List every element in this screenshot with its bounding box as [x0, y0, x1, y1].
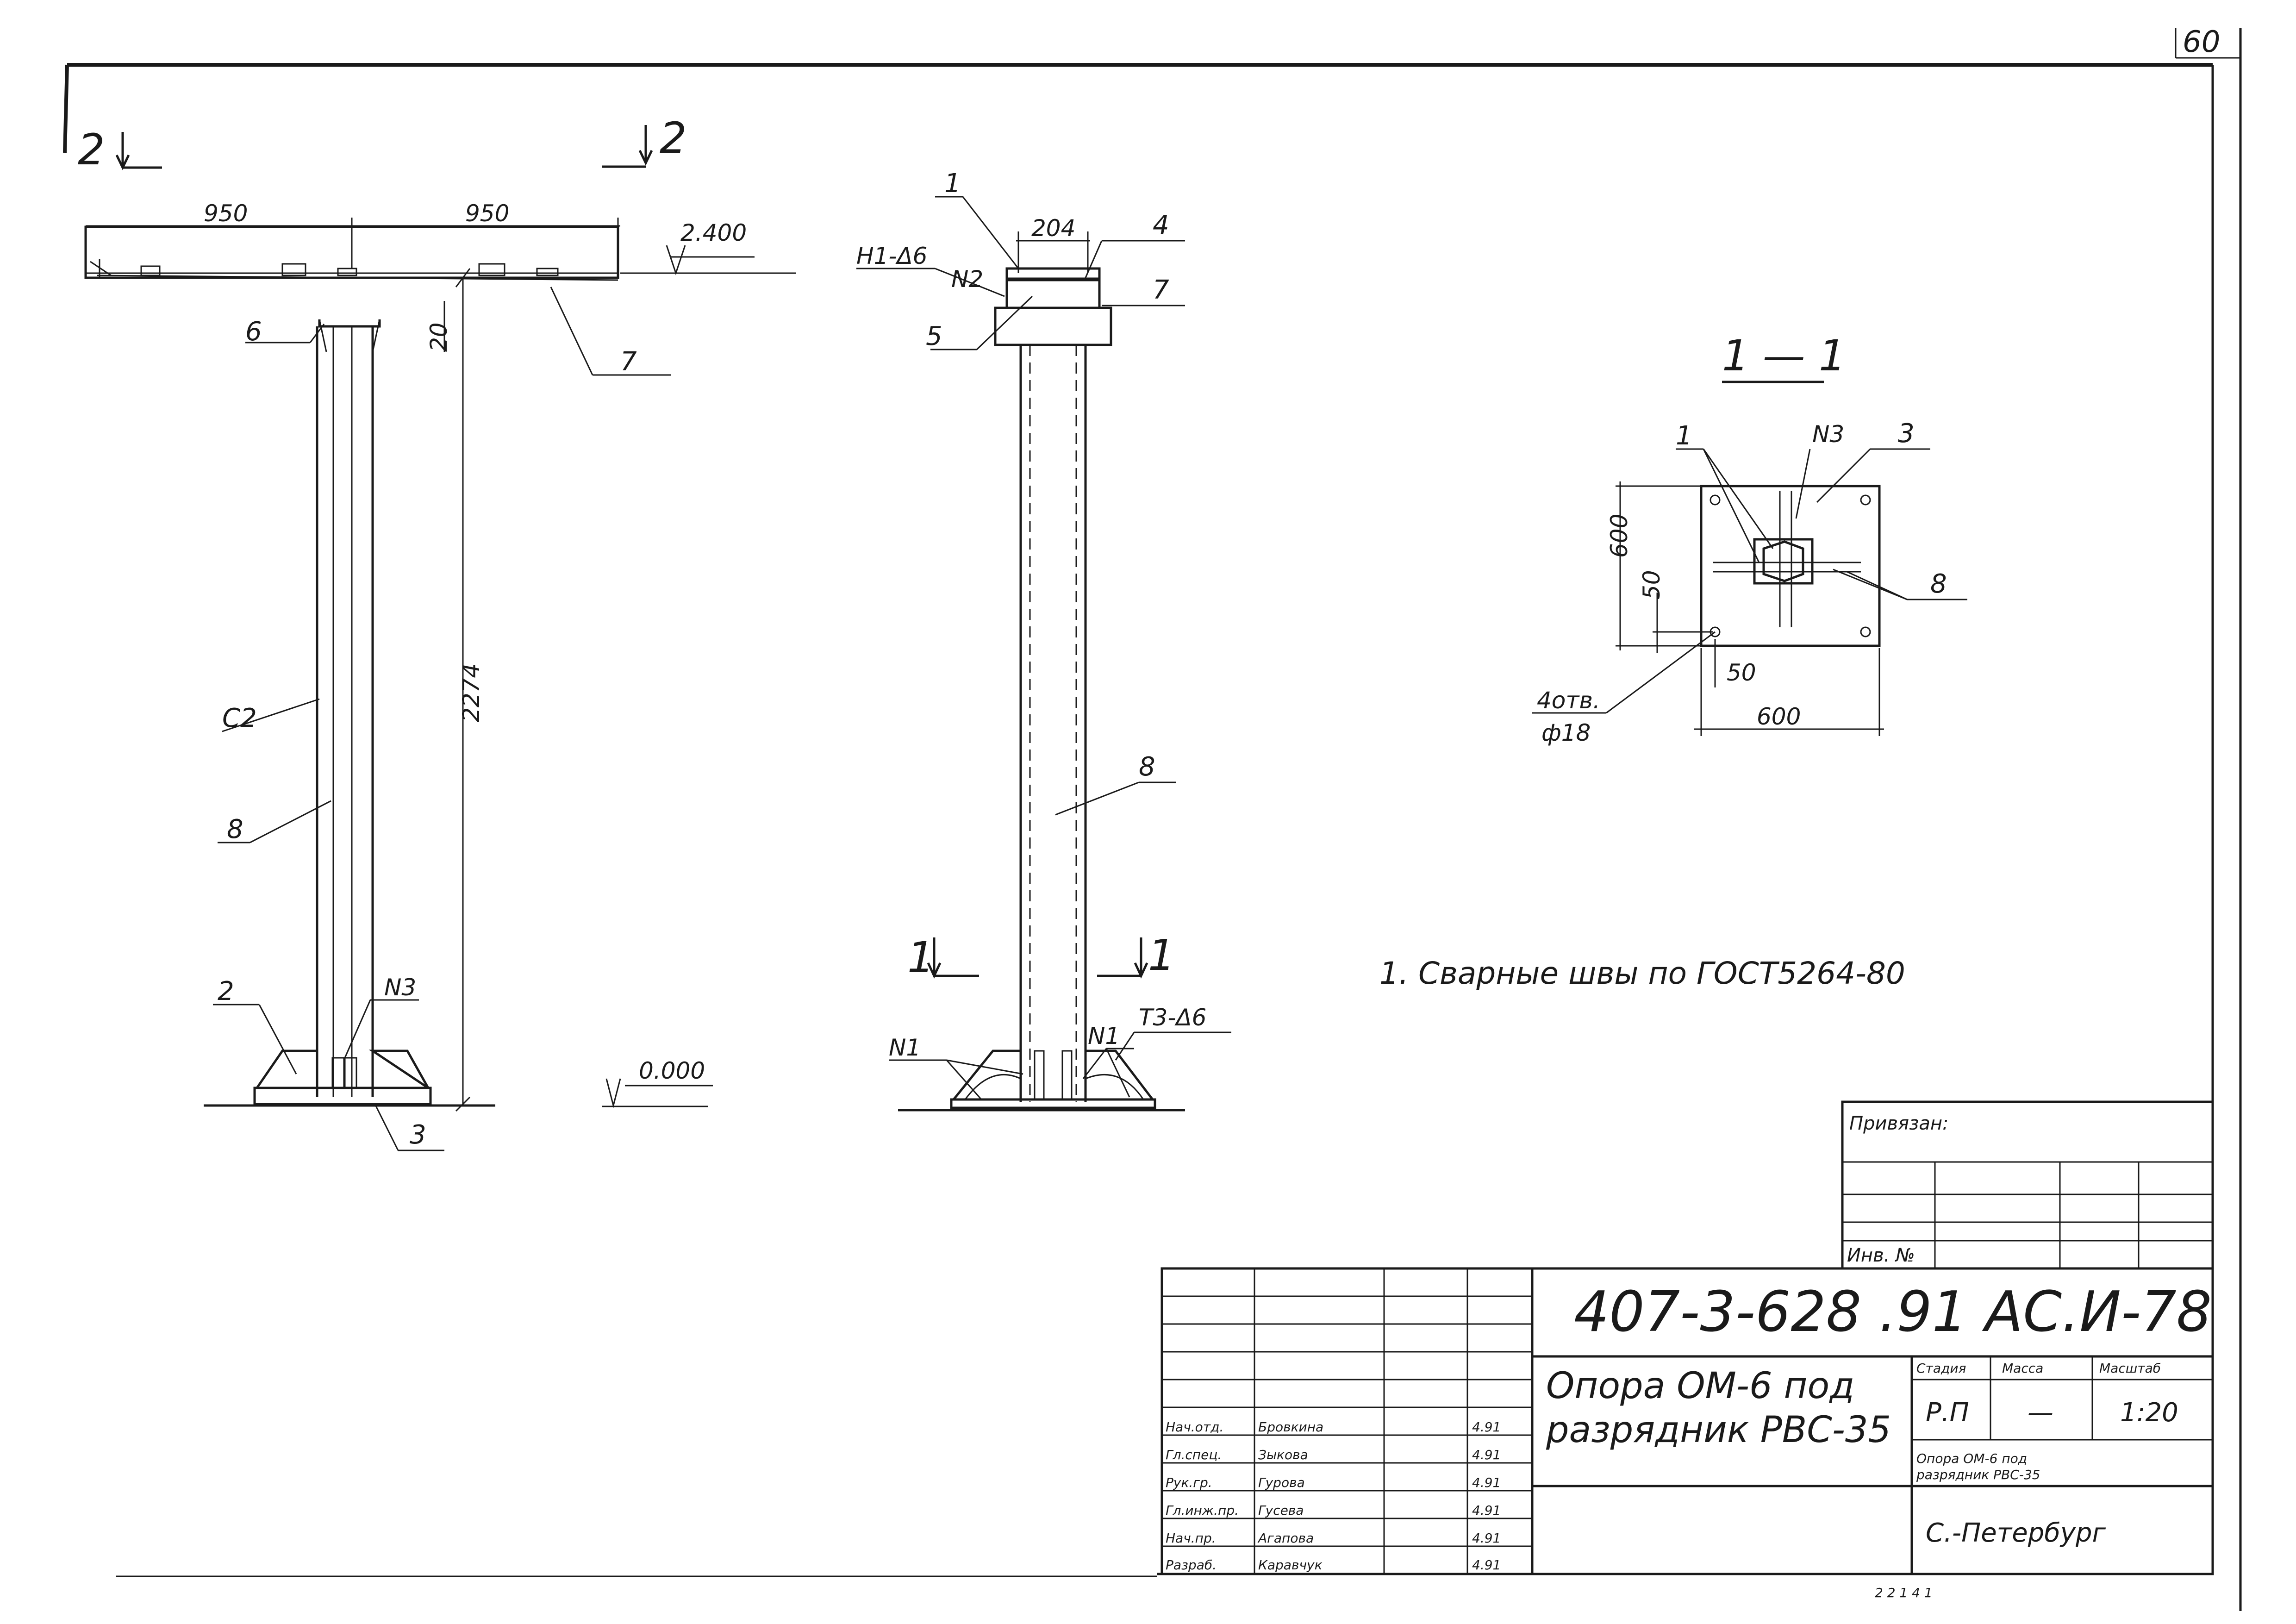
- staff-name: Агапова: [1257, 1530, 1314, 1546]
- dim-side-left: 950: [204, 200, 248, 227]
- staff-role: Рук.гр.: [1166, 1475, 1212, 1490]
- callout-front-4: 4: [1153, 210, 1169, 240]
- staff-date: 4.91: [1472, 1557, 1501, 1573]
- callout-side-7: 7: [620, 347, 637, 377]
- section-callout-3: 3: [1898, 418, 1915, 449]
- callout-front-n2: N2: [951, 266, 983, 293]
- section-base-plate: [1700, 485, 1881, 647]
- base-plate: [253, 1087, 432, 1106]
- section-mark-right-arrowhead: [638, 150, 653, 166]
- staff-role: Гл.инж.пр.: [1166, 1503, 1239, 1518]
- approval-inv-label: Инв. №: [1847, 1245, 1915, 1266]
- holes-note-line2: ф18: [1541, 719, 1591, 746]
- staff-role: Разраб.: [1166, 1557, 1217, 1573]
- bolt-hole-tl: [1710, 494, 1721, 506]
- staff-name: Зыкова: [1258, 1447, 1308, 1462]
- dim-front-top: 204: [1031, 215, 1075, 242]
- callout-side-6: 6: [245, 317, 262, 347]
- staff-date: 4.91: [1472, 1530, 1501, 1546]
- front-base-gussets: [953, 1049, 1154, 1100]
- title-block-mass: —: [2028, 1398, 2053, 1428]
- welding-note: 1. Сварные швы по ГОСТ5264-80: [1379, 956, 1905, 991]
- mount-top-plate: [1005, 267, 1101, 280]
- title-block-city: С.-Петербург: [1926, 1518, 2106, 1548]
- approval-title: Привязан:: [1849, 1113, 1949, 1134]
- callout-front-5: 5: [926, 321, 942, 351]
- staff-role: Нач.отд.: [1166, 1419, 1223, 1435]
- dim-section-offset-v: 50: [1638, 570, 1665, 600]
- title-block-org-line1: Опора ОМ-6 под: [1916, 1451, 2027, 1466]
- dim-section-offset-h: 50: [1727, 659, 1756, 686]
- section-mark-right-label: 2: [660, 113, 687, 163]
- title-block-stage: Р.П: [1926, 1398, 1969, 1428]
- section-mark-left-label: 2: [78, 125, 105, 175]
- sheet-number: 60: [2183, 25, 2220, 59]
- section-callout-1: 1: [1676, 421, 1692, 451]
- staff-date: 4.91: [1472, 1419, 1501, 1435]
- dim-side-right: 950: [465, 200, 509, 227]
- staff-date: 4.91: [1472, 1475, 1501, 1490]
- title-block-col-mass: Масса: [2002, 1361, 2043, 1376]
- callout-front-1: 1: [944, 169, 961, 199]
- callout-side-n3: N3: [384, 974, 416, 1001]
- elevation-top: 2.400: [680, 219, 747, 246]
- staff-name: Бровкина: [1258, 1419, 1323, 1435]
- column-base-gussets: [256, 1049, 430, 1089]
- title-block-scale: 1:20: [2120, 1398, 2178, 1428]
- dim-section-height: 600: [1606, 514, 1633, 558]
- mount-base: [994, 306, 1112, 346]
- callout-front-h1: H1-Δ6: [856, 243, 927, 269]
- staff-date: 4.91: [1472, 1503, 1501, 1518]
- callout-front-8: 8: [1139, 752, 1155, 782]
- staff-role: Гл.спец.: [1166, 1447, 1222, 1462]
- cut-mark-left-label: 1: [907, 933, 935, 982]
- front-base-plate: [950, 1098, 1156, 1109]
- callout-side-c2: C2: [222, 703, 257, 733]
- section-mark-2-2: 2 2: [78, 113, 687, 175]
- staff-name: Каравчук: [1258, 1557, 1323, 1573]
- dim-section-width: 600: [1757, 703, 1801, 730]
- bolt-hole-tr: [1860, 494, 1871, 506]
- front-view: 204 1 1 1 H1-Δ6 N2 4: [856, 169, 1231, 1112]
- platform-bolts: [90, 259, 559, 278]
- staff-grid: [1162, 1268, 1532, 1574]
- callout-front-n1-right: N1: [1088, 1023, 1120, 1049]
- bolt-hole-br: [1860, 626, 1871, 637]
- staff-date: 4.91: [1472, 1447, 1501, 1462]
- section-title: 1 — 1: [1722, 331, 1846, 381]
- section-callout-n3: N3: [1812, 421, 1844, 448]
- column-head-channel: [318, 319, 381, 328]
- staff-role: Нач.пр.: [1166, 1530, 1216, 1546]
- callout-side-2: 2: [218, 976, 234, 1006]
- staff-name: Гурова: [1258, 1475, 1305, 1490]
- callout-front-7: 7: [1153, 275, 1169, 305]
- footer-mark: 2 2 1 4 1: [1875, 1585, 1933, 1600]
- callout-side-3: 3: [410, 1120, 426, 1150]
- title-block-name-line2: разрядник РВС-35: [1546, 1409, 1891, 1451]
- title-block-col-stage: Стадия: [1916, 1361, 1966, 1376]
- callout-side-8: 8: [227, 814, 243, 844]
- section-view-1-1: 1 — 1 600 50 50 600 4отв. ф18: [1532, 331, 1967, 746]
- side-view: 950 950 2.400 20: [84, 200, 796, 1151]
- sheet-frame: [63, 28, 2242, 1611]
- section-column-profile: [1762, 540, 1804, 582]
- holes-note-line1: 4отв.: [1537, 687, 1600, 714]
- callout-front-n1-left: N1: [889, 1034, 921, 1061]
- section-callout-8: 8: [1930, 569, 1947, 599]
- title-block-name-line1: Опора ОМ-6 под: [1546, 1365, 1854, 1407]
- elevation-bottom: 0.000: [639, 1057, 705, 1084]
- approval-box: Привязан: Инв. №: [1841, 1100, 2214, 1270]
- staff-name: Гусева: [1258, 1503, 1304, 1518]
- title-block: 407-3-628 .91 АС.И-78 Опора ОМ-6 под раз…: [1160, 1267, 2214, 1575]
- title-block-org-line2: разрядник РВС-35: [1916, 1467, 2040, 1482]
- title-block-col-scale: Масштаб: [2099, 1361, 2161, 1376]
- title-block-code: 407-3-628 .91 АС.И-78: [1574, 1280, 2212, 1344]
- dim-column-height: 2274: [458, 663, 485, 722]
- dim-gap: 20: [425, 322, 452, 352]
- callout-front-t3: T3-Δ6: [1139, 1004, 1206, 1031]
- mount-body: [1005, 279, 1101, 309]
- cut-mark-right-label: 1: [1148, 931, 1175, 980]
